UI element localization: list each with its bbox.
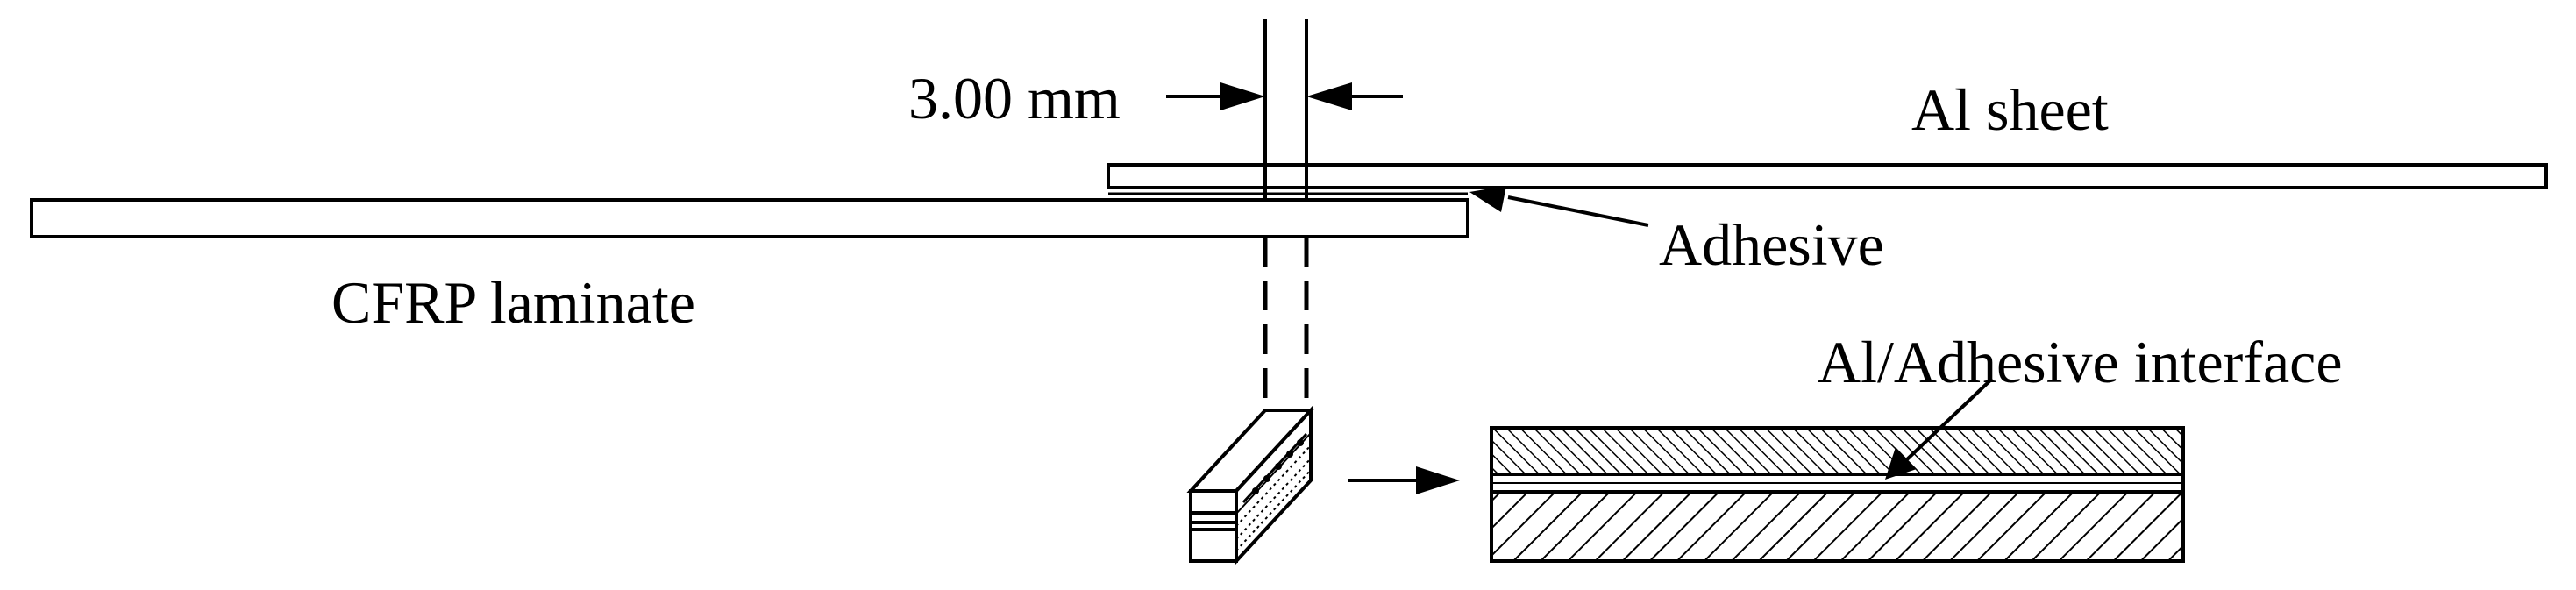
al-sheet [1107,163,2548,189]
dimension-label: 3.00 mm [908,65,1121,132]
specimen-block [1186,405,1315,566]
zoom-arrow [1348,466,1460,494]
cross-section-view [1490,426,2185,563]
adhesive-leader [1469,186,1649,227]
cross-section-al-layer [1490,426,2185,476]
cross-section-cfrp-layer [1490,490,2185,563]
dimension-arrow-right [1306,82,1403,110]
adhesive-label: Adhesive [1659,211,1884,278]
al-sheet-label: Al sheet [1911,76,2109,143]
cfrp-laminate-label: CFRP laminate [331,269,695,336]
cfrp-laminate [30,198,1469,238]
dimension-arrow-left [1166,82,1265,110]
interface-label: Al/Adhesive interface [1818,329,2343,395]
interface-leader [1885,377,1994,480]
